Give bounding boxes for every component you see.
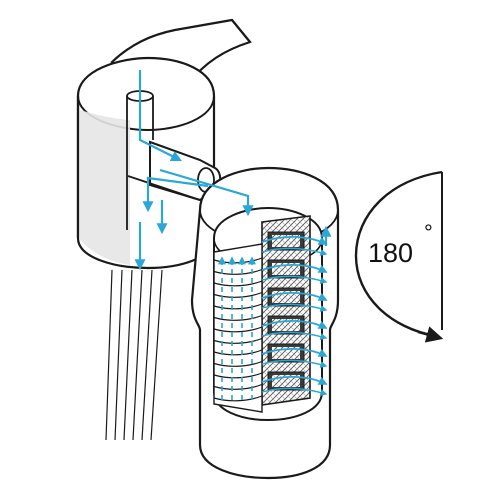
flow-arrows — [134, 70, 332, 271]
lateral-flow-arrow — [261, 292, 328, 301]
lateral-flow-arrow — [261, 331, 328, 340]
inner-tube — [126, 90, 154, 230]
lateral-flow-arrow — [261, 236, 328, 245]
cage-rib — [213, 314, 263, 321]
riser-arrows — [218, 256, 256, 400]
rotation-indicator: 180 ° — [354, 170, 444, 343]
lateral-flow-arrow — [261, 348, 328, 357]
lateral-flow-arrow — [261, 320, 328, 329]
outlet-streams — [105, 269, 163, 441]
flow-arrow-inlet — [138, 70, 182, 161]
cage-rib — [213, 349, 263, 356]
flow-arrow-return — [142, 176, 209, 213]
lateral-arrows — [261, 236, 328, 396]
curved-arrow-icon — [417, 326, 444, 343]
cage-rib — [213, 268, 263, 275]
lateral-flow-arrow — [261, 387, 328, 396]
cage-rib — [213, 383, 263, 390]
lateral-flow-arrow — [261, 275, 328, 284]
rotation-angle-label: 180 — [368, 238, 413, 268]
water-stream — [150, 269, 163, 441]
cage-rib — [213, 326, 263, 333]
cage-rib — [213, 291, 263, 298]
cage-rib — [213, 337, 263, 344]
water-stream — [132, 269, 143, 441]
lateral-flow-arrow — [261, 376, 328, 385]
lateral-flow-arrow — [261, 247, 328, 256]
water-stream — [141, 269, 153, 441]
cage-rib — [213, 303, 263, 310]
water-stream — [114, 269, 123, 441]
cage-rib — [213, 257, 263, 264]
lateral-flow-arrow — [261, 359, 328, 368]
cage-rib — [213, 280, 263, 287]
lateral-flow-arrow — [261, 264, 328, 273]
lateral-flow-arrow — [261, 303, 328, 312]
water-stream — [105, 269, 113, 441]
cage-rib — [213, 395, 263, 402]
cage-rib — [213, 372, 263, 379]
cage-rib — [213, 360, 263, 367]
degree-symbol: ° — [424, 220, 433, 245]
flow-arrow-to-filter — [159, 168, 254, 217]
water-stream — [123, 269, 133, 441]
